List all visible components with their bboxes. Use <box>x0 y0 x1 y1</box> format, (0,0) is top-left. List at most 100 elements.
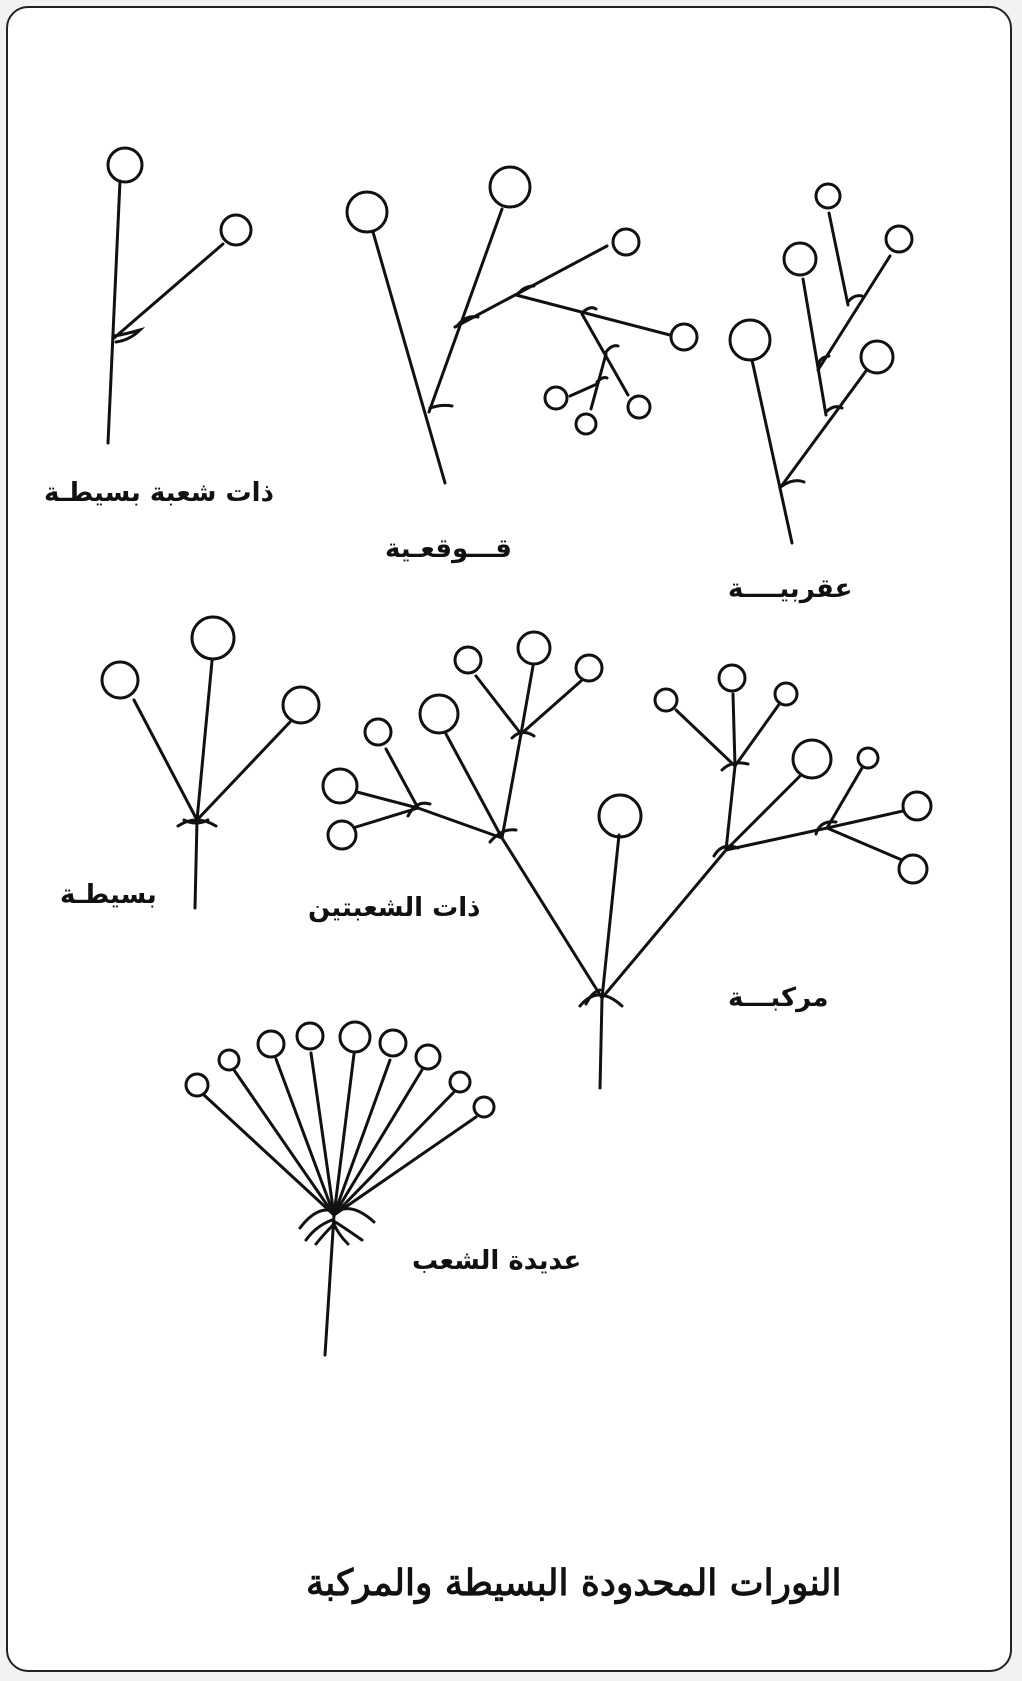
bracts <box>578 761 838 1008</box>
bracts <box>406 731 536 844</box>
branch <box>778 369 868 490</box>
branch <box>724 764 737 852</box>
label-single-branch: ذات شعبة بسيطـة <box>44 478 274 508</box>
side-branch <box>112 242 225 340</box>
branch <box>444 732 504 840</box>
branch <box>674 708 737 768</box>
branch <box>733 701 782 768</box>
branch <box>416 806 504 840</box>
flower-bud <box>295 1021 325 1051</box>
flower-bud <box>106 146 144 184</box>
flower-bud <box>574 412 598 436</box>
label-simple: بسيطـة <box>60 880 157 910</box>
flower-bud <box>791 738 833 780</box>
branch <box>427 207 504 414</box>
branch <box>519 664 535 736</box>
branch <box>731 692 737 768</box>
branch <box>514 293 672 337</box>
bracts <box>428 284 620 410</box>
diagram-simple <box>100 615 321 910</box>
ray <box>309 1051 336 1217</box>
flower-bud <box>543 385 569 411</box>
branch <box>825 826 904 862</box>
flower-bud <box>597 793 643 839</box>
branch <box>384 747 420 810</box>
bract <box>112 326 146 344</box>
branch <box>600 848 728 1000</box>
flower-bud <box>773 681 799 707</box>
branch <box>474 674 523 736</box>
flower-bud <box>418 693 460 735</box>
flower-bud <box>378 1028 408 1058</box>
flower-bud <box>326 819 358 851</box>
figure-caption: النورات المحدودة البسيطة والمركبة <box>306 1562 842 1604</box>
flower-bud <box>728 318 772 362</box>
peduncle <box>323 1213 336 1357</box>
ray <box>332 1052 356 1217</box>
label-pleiochasium: عديدة الشعب <box>412 1246 582 1276</box>
flower-bud <box>100 660 140 700</box>
label-scorpioid: عقربيــــة <box>728 574 853 604</box>
flower-bud <box>472 1095 496 1119</box>
main-axis <box>750 358 794 545</box>
bracts <box>298 1207 376 1246</box>
diagram-pleiochasium <box>184 1020 496 1357</box>
branch <box>354 806 420 829</box>
flower-bud <box>453 645 483 675</box>
branch <box>825 809 905 830</box>
branch <box>724 774 802 852</box>
flower-bud <box>653 687 679 713</box>
flower-bud <box>859 339 895 375</box>
flower-bud <box>516 630 552 666</box>
branch <box>132 698 199 822</box>
flower-bud <box>217 1048 241 1072</box>
bracts <box>780 294 864 488</box>
flower-bud <box>448 1070 472 1094</box>
branch <box>568 382 599 398</box>
ray <box>202 1093 336 1217</box>
branch <box>724 826 829 852</box>
flower-bud <box>338 1020 372 1054</box>
branch <box>801 277 828 417</box>
flower-bud <box>897 853 929 885</box>
branch <box>827 211 850 307</box>
diagram-helicoid <box>345 165 699 485</box>
main-axis <box>371 230 447 485</box>
flower-bud <box>190 615 236 661</box>
flower-bud <box>717 663 747 693</box>
flower-bud <box>363 717 393 747</box>
ray <box>332 1058 392 1217</box>
diagram-scorpioid <box>728 182 914 545</box>
bracts <box>176 818 218 828</box>
main-axis <box>106 179 122 445</box>
diagram-compound <box>500 663 933 1090</box>
diagram-dichasium <box>321 630 604 851</box>
flower-bud <box>488 165 532 209</box>
branch <box>825 766 864 830</box>
flower-bud <box>782 241 818 277</box>
flower-bud <box>856 746 880 770</box>
flower-bud <box>219 213 253 247</box>
branch <box>355 790 420 810</box>
flower-bud <box>256 1029 286 1059</box>
branch <box>519 679 583 736</box>
flower-bud <box>626 394 652 420</box>
ray <box>332 1090 456 1217</box>
branch <box>600 833 621 1000</box>
ray <box>274 1057 336 1217</box>
peduncle <box>598 996 604 1090</box>
flower-bud <box>281 685 321 725</box>
branch <box>816 254 892 372</box>
branch <box>500 836 604 1000</box>
diagram-single-branch <box>106 146 253 445</box>
branch <box>195 659 214 822</box>
flower-bud <box>884 224 914 254</box>
flower-bud <box>414 1043 442 1071</box>
flower-bud <box>611 227 641 257</box>
label-helicoid: قـــوقعـية <box>385 534 512 564</box>
flower-bud <box>321 767 359 805</box>
branch <box>500 732 523 840</box>
peduncle <box>193 818 199 910</box>
ray <box>232 1068 336 1217</box>
